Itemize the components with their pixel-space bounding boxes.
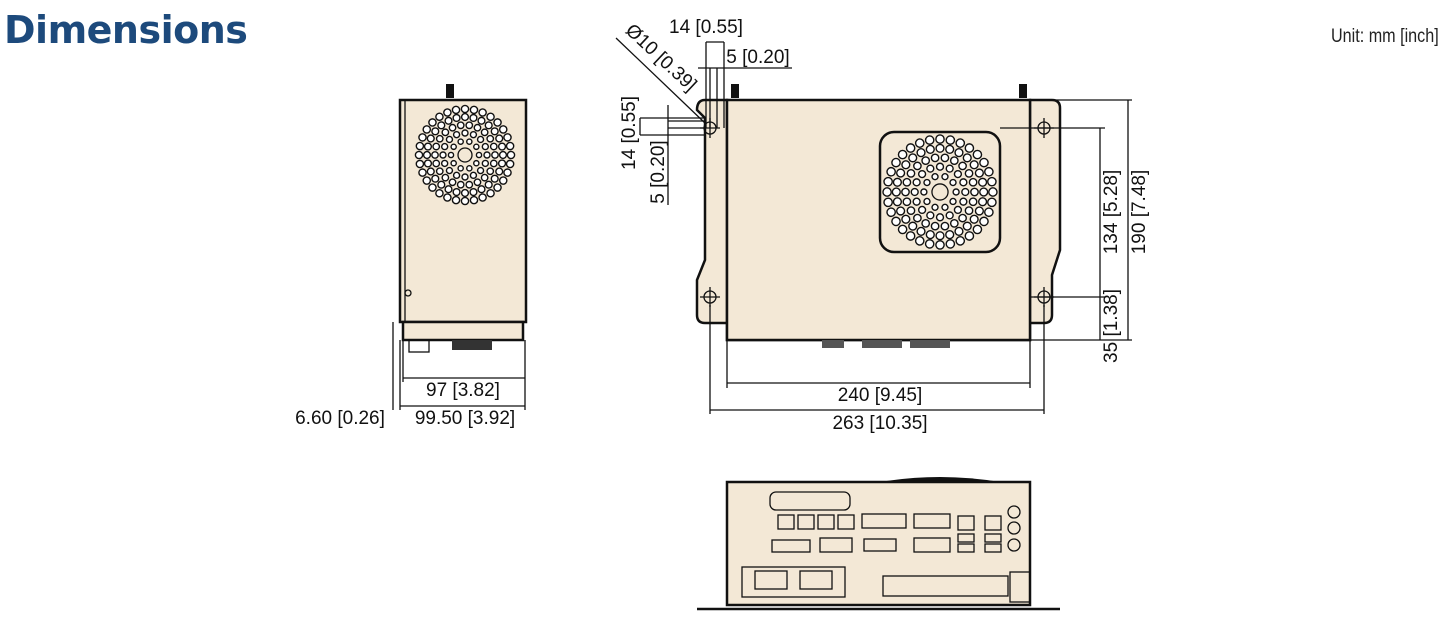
mounting-hole-icon [700, 287, 720, 307]
dim-hole-edge-left: 5 [0.20] [648, 140, 669, 203]
top-view [695, 84, 1062, 348]
page-title: Dimensions [4, 8, 248, 52]
dim-hole-offset-bottom: 35 [1.38] [1101, 289, 1122, 363]
fan-grille-side [414, 104, 516, 206]
dim-height-total: 190 [7.48] [1129, 170, 1150, 255]
dim-flange-width-top: 14 [0.55] [669, 17, 743, 38]
dim-top-width-total: 263 [10.35] [832, 413, 927, 434]
dim-side-offset: 6.60 [0.26] [295, 408, 385, 429]
front-view [697, 477, 1060, 611]
io-ports [754, 505, 1021, 590]
dim-side-depth-inner: 97 [3.82] [426, 380, 500, 401]
dim-hole-spacing-vertical: 134 [5.28] [1101, 170, 1122, 255]
side-view [398, 84, 528, 353]
dim-top-width-body: 240 [9.45] [838, 385, 923, 406]
fan-grille-top [882, 134, 998, 250]
dim-flange-width-left: 14 [0.55] [619, 96, 640, 170]
dim-hole-edge-top: 5 [0.20] [726, 47, 789, 68]
dimension-lines [392, 37, 1132, 414]
unit-label: Unit: mm [inch] [1331, 26, 1439, 47]
dim-side-depth-total: 99.50 [3.92] [415, 408, 515, 429]
